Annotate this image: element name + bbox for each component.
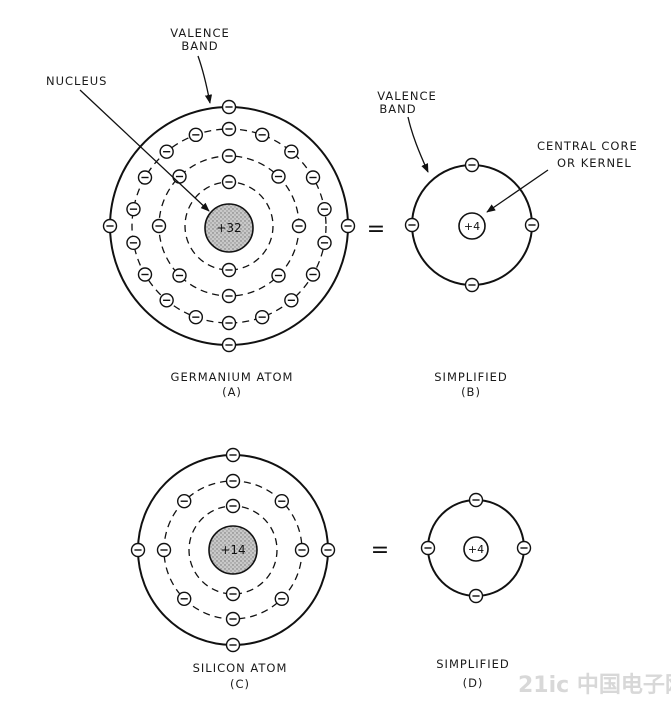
valence-band-label-b-line1: VALENCE	[377, 89, 437, 103]
silicon-nucleus-charge: +14	[220, 543, 245, 557]
silicon-caption: SILICON ATOM	[193, 661, 288, 675]
central-core-label-line1: CENTRAL CORE	[537, 139, 638, 153]
simplified-b-core-charge: +4	[464, 220, 480, 233]
valence-band-label-a-line2: BAND	[181, 39, 218, 53]
nucleus-arrow	[79, 89, 210, 212]
valence-band-label-a-line1: VALENCE	[170, 26, 230, 40]
valence-band-arrow-b	[407, 116, 429, 173]
silicon-electrons	[130, 447, 336, 653]
equals-sign-top: =	[367, 217, 385, 242]
nucleus-label: NUCLEUS	[46, 74, 107, 88]
central-core-label-line2: OR KERNEL	[557, 156, 632, 170]
germanium-atom: +32	[102, 99, 356, 353]
simplified-atom-b: +4	[404, 157, 540, 293]
germanium-caption: GERMANIUM ATOM	[171, 370, 294, 384]
germanium-nucleus	[204, 203, 254, 253]
simplified-d-electrons	[420, 492, 532, 604]
simplified-d-caption-sub: (D)	[463, 676, 484, 690]
simplified-b-caption: SIMPLIFIED	[434, 370, 507, 384]
equals-sign-bottom: =	[371, 538, 389, 563]
simplified-b-caption-sub: (B)	[461, 385, 481, 399]
valence-band-label-b-line2: BAND	[379, 102, 416, 116]
silicon-atom: +14	[130, 447, 336, 653]
valence-band-arrow-a	[197, 55, 213, 104]
silicon-nucleus	[208, 525, 258, 575]
germanium-caption-sub: (A)	[222, 385, 242, 399]
watermark-logo: 21ic 中国电子网	[518, 673, 671, 698]
simplified-d-core-charge: +4	[468, 543, 484, 556]
simplified-d-core	[463, 536, 489, 562]
simplified-b-electrons	[404, 157, 540, 293]
germanium-nucleus-charge: +32	[216, 221, 241, 235]
silicon-caption-sub: (C)	[230, 677, 250, 691]
simplified-d-caption: SIMPLIFIED	[436, 657, 509, 671]
simplified-atom-d: +4	[420, 492, 532, 604]
simplified-b-core	[458, 212, 486, 240]
central-core-arrow	[486, 169, 549, 213]
